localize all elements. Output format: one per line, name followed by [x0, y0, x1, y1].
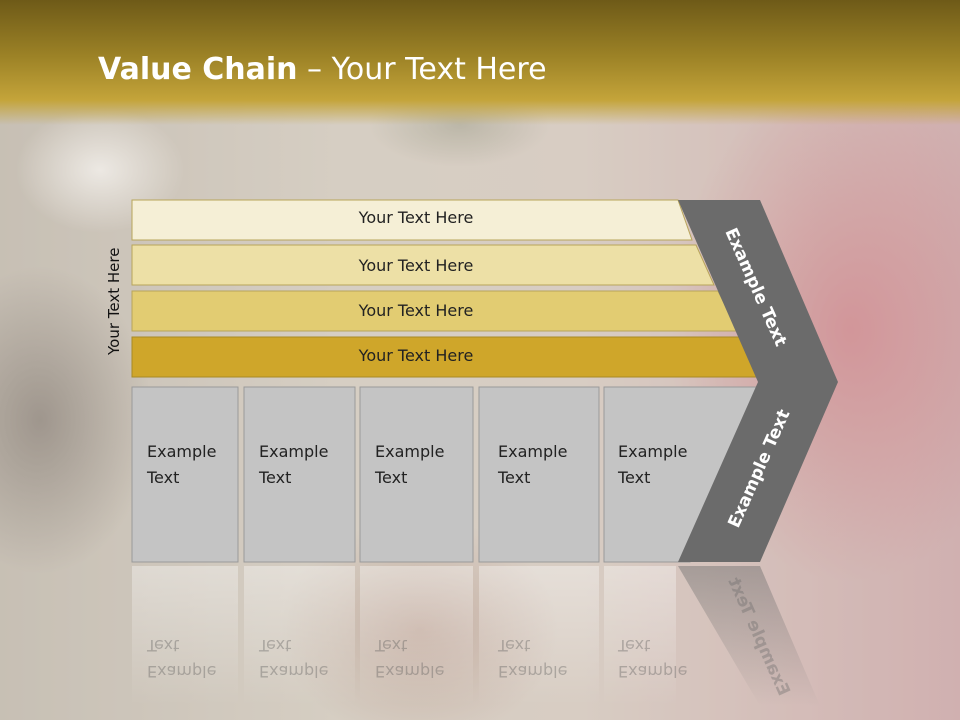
title-rest: – Your Text Here: [297, 52, 547, 87]
box-2-reflection: [244, 566, 355, 706]
box-3: [359, 386, 474, 563]
box-4-reflection-line1: Example: [498, 662, 568, 681]
box-5-line1: Example: [618, 442, 688, 461]
box-4-reflection-line2: Text: [498, 636, 531, 655]
box-2-line1: Example: [259, 442, 329, 461]
box-5-line2: Text: [618, 468, 651, 487]
header-band: [0, 0, 960, 125]
chevron-reflection: [678, 566, 820, 706]
box-5-reflection: [604, 566, 676, 706]
box-5-reflection-line1: Example: [618, 662, 688, 681]
box-4-text-reflection: Example Text: [498, 632, 567, 684]
box-3-reflection-line2: Text: [375, 636, 408, 655]
box-4-line1: Example: [498, 442, 568, 461]
box-3-reflection: [360, 566, 473, 706]
box-1-line1: Example: [147, 442, 217, 461]
box-1-reflection-line2: Text: [147, 636, 180, 655]
box-2-reflection-line1: Example: [259, 662, 329, 681]
box-4-line2: Text: [498, 468, 531, 487]
box-2-text-reflection: Example Text: [259, 632, 328, 684]
bar-4-label: Your Text Here: [358, 346, 474, 365]
chevron-arrow: [678, 200, 838, 562]
box-5-reflection-line2: Text: [618, 636, 651, 655]
box-1-reflection-line1: Example: [147, 662, 217, 681]
box-4: [478, 386, 600, 563]
box-1-reflection: [132, 566, 238, 706]
box-3-line1: Example: [375, 442, 445, 461]
bar-2: [131, 244, 715, 286]
box-3-line2: Text: [375, 468, 408, 487]
box-2-reflection-line2: Text: [259, 636, 292, 655]
box-1-line2: Text: [147, 468, 180, 487]
box-1-text-reflection: Example Text: [147, 632, 216, 684]
box-2-line2: Text: [259, 468, 292, 487]
box-1: [131, 386, 239, 563]
box-4-reflection: [479, 566, 599, 706]
bar-3-label: Your Text Here: [358, 301, 474, 320]
box-2: [243, 386, 356, 563]
title-bold: Value Chain: [98, 52, 298, 87]
bar-1-label: Your Text Here: [358, 208, 474, 227]
slide-title: Value Chain – Your Text Here: [98, 52, 547, 87]
box-5-text-reflection: Example Text: [618, 632, 687, 684]
box-3-text-reflection: Example Text: [375, 632, 444, 684]
bar-1: [131, 199, 693, 241]
box-3-reflection-line1: Example: [375, 662, 445, 681]
bar-2-label: Your Text Here: [358, 256, 474, 275]
